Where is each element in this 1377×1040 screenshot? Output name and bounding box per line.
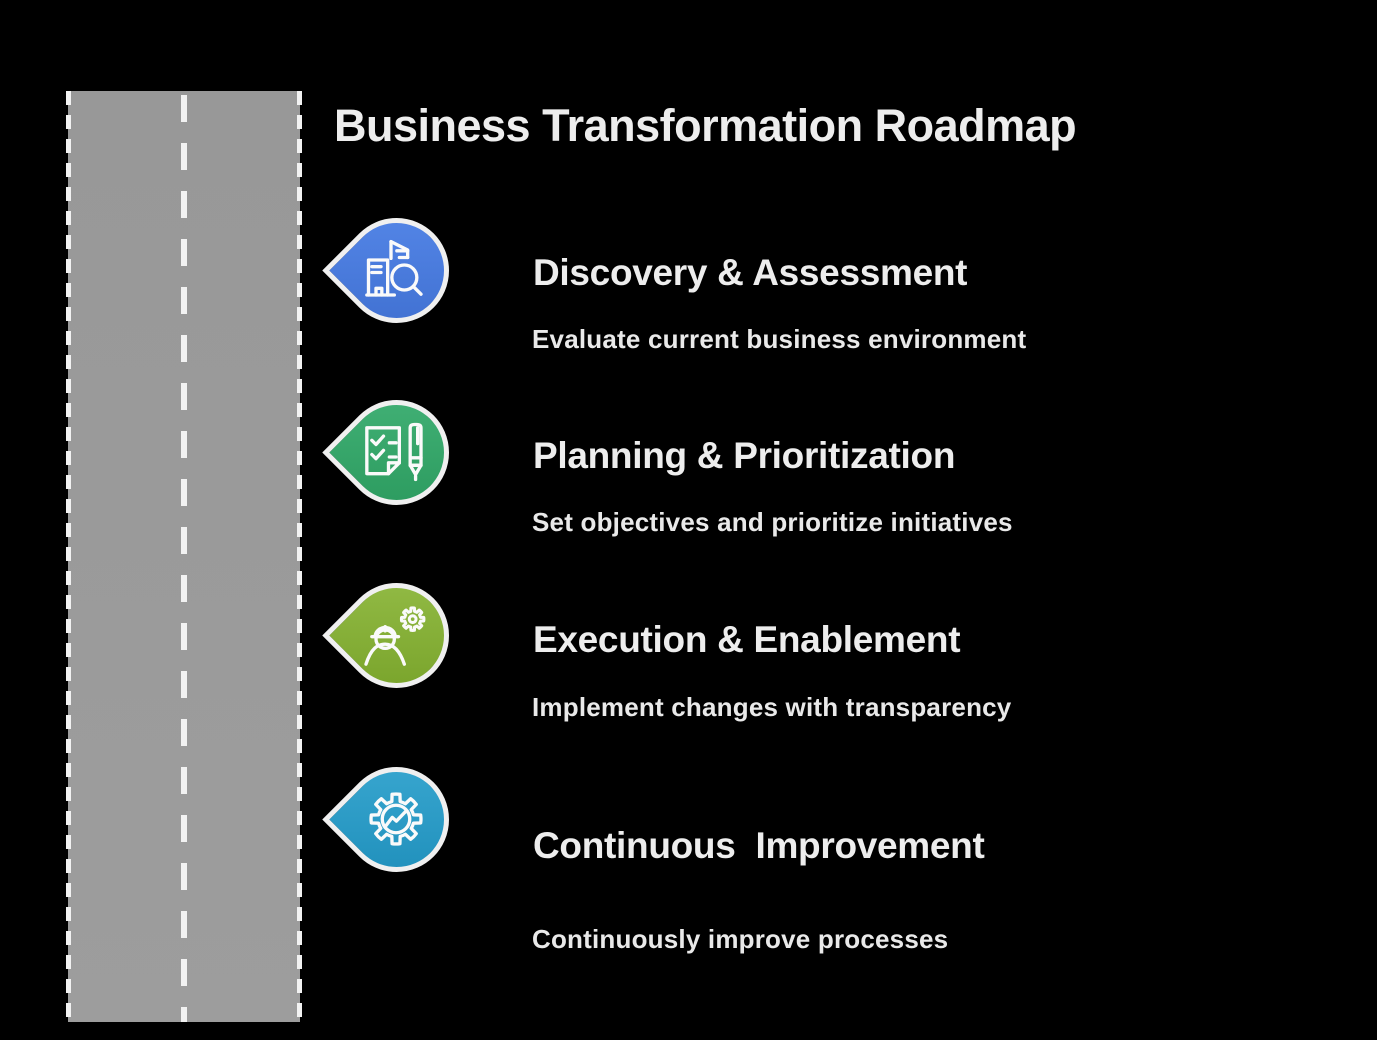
checklist-pen-icon bbox=[356, 412, 436, 492]
page-title: Business Transformation Roadmap bbox=[334, 100, 1077, 151]
stage-heading: Planning & Prioritization bbox=[533, 435, 956, 476]
stage-description: Continuously improve processes bbox=[532, 924, 949, 954]
building-magnifier-icon bbox=[356, 230, 436, 310]
discovery-icon-marker bbox=[322, 196, 471, 345]
road-right-edge-dashes bbox=[297, 91, 302, 1022]
improvement-icon-marker bbox=[322, 745, 471, 894]
road-left-edge-dashes bbox=[66, 91, 71, 1022]
stage-description: Implement changes with transparency bbox=[532, 692, 1012, 722]
execution-icon-marker bbox=[322, 561, 471, 710]
stage-description: Evaluate current business environment bbox=[532, 324, 1027, 354]
road-center-lane-dashes bbox=[181, 95, 187, 1022]
stage-heading: Execution & Enablement bbox=[533, 619, 961, 660]
planning-icon-marker bbox=[322, 378, 471, 527]
gear-chart-icon bbox=[356, 779, 436, 859]
stage-description: Set objectives and prioritize initiative… bbox=[532, 507, 1013, 537]
stage-heading: Continuous Improvement bbox=[533, 825, 985, 866]
road-graphic bbox=[66, 91, 302, 1022]
stage-heading: Discovery & Assessment bbox=[533, 252, 968, 293]
worker-gear-icon bbox=[356, 595, 436, 675]
